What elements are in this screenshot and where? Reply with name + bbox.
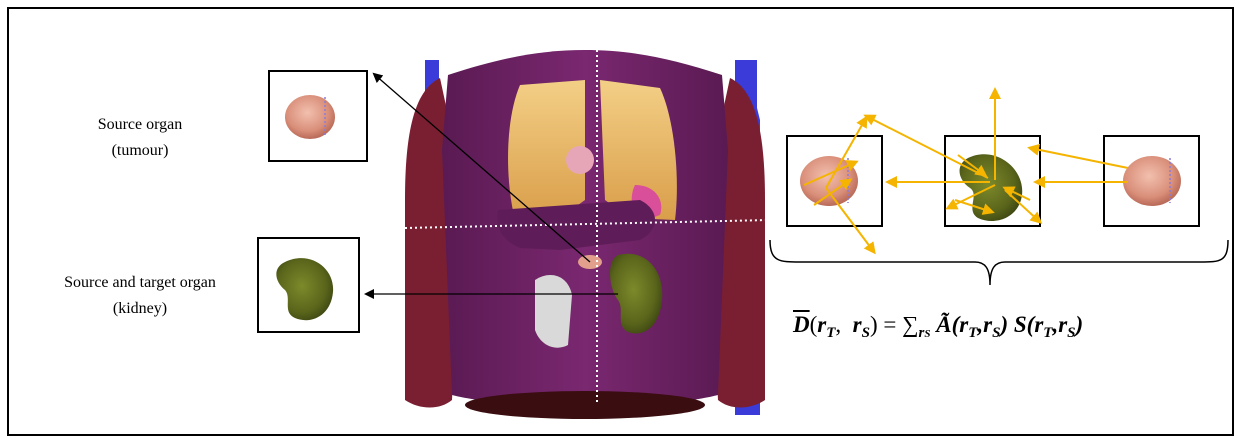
bone <box>535 275 572 348</box>
formula-a-sub1: T <box>968 325 977 341</box>
formula-sum: ∑ <box>902 312 918 337</box>
formula-sum-sub: rS <box>919 325 931 341</box>
formula-r1: r <box>817 312 826 337</box>
formula-s: S <box>1008 312 1027 337</box>
formula-a-mid: ,r <box>977 312 992 337</box>
arrow-kidney-upleft <box>866 116 988 178</box>
dose-formula: D(rT, rS) = ∑rS Ã(rT,rS) S(rT,rS) <box>793 312 1083 342</box>
formula-s-sub2: S <box>1067 325 1075 341</box>
formula-s-args: (r <box>1027 312 1044 337</box>
arrow-source-to-kidney1 <box>1030 148 1128 168</box>
heart <box>566 146 594 174</box>
formula-r2: r <box>853 312 862 337</box>
formula-paren-close: ) <box>870 312 878 337</box>
formula-d-bar: D <box>793 312 810 337</box>
formula-s-mid: ,r <box>1052 312 1067 337</box>
kidney-inset-render <box>276 258 333 320</box>
formula-sep: , <box>835 312 852 337</box>
formula-equals: = <box>878 312 902 337</box>
curly-brace <box>770 240 1228 285</box>
pelvis-base <box>465 391 705 419</box>
tumour-source-render <box>1123 156 1181 206</box>
formula-a-args: (r <box>952 312 969 337</box>
tumour-inset-render <box>285 95 335 139</box>
formula-r2-sub: S <box>862 325 870 341</box>
formula-a-tilde: Ã <box>936 312 951 337</box>
phantom-body <box>405 50 770 419</box>
formula-a-close: ) <box>1000 312 1008 337</box>
formula-s-close: ) <box>1076 312 1084 337</box>
